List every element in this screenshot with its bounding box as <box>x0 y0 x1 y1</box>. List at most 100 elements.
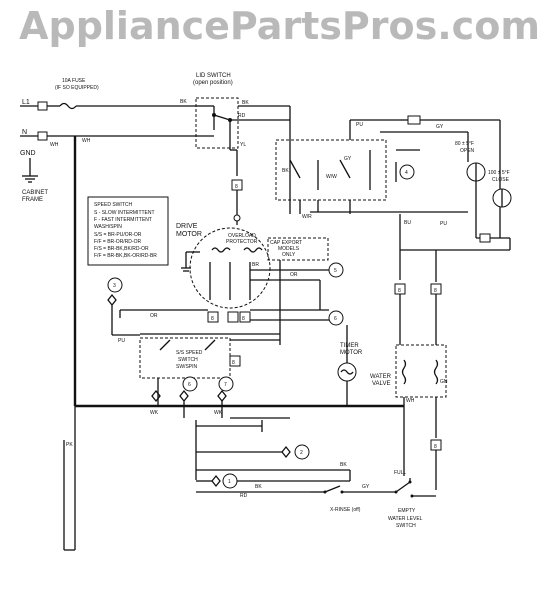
wire-code: PU <box>440 221 447 227</box>
water-valve-label-2: VALVE <box>372 381 390 387</box>
cap-export-label-3: ONLY <box>282 252 296 258</box>
speed-legend: SPEED SWITCH S - SLOW INTERMITTENT F - F… <box>87 196 169 266</box>
empty-label: EMPTY <box>398 508 416 514</box>
wire-code: WH <box>406 398 415 404</box>
terminal-4: 4 <box>395 149 420 182</box>
water-valve: WATER VALVE 8 8 8 <box>370 214 447 490</box>
fuse-symbol <box>59 102 77 110</box>
connector-speed-label: 8 <box>232 360 235 366</box>
speed-legend-line: F - FAST INTERMITTENT <box>94 217 152 223</box>
l1-terminal <box>37 101 48 111</box>
terminal-6-label: 6 <box>334 316 337 322</box>
speed-switch: S/S SPEED SWITCH SW/SPIN 8 <box>139 260 281 379</box>
connector-motor-label: 8 <box>211 316 214 322</box>
speed-legend-title: SPEED SWITCH <box>94 202 132 208</box>
terminal-3-label: 3 <box>113 283 116 289</box>
lid-switch-state: (open position) <box>193 80 233 86</box>
timer-code-2: W/W <box>326 174 337 180</box>
cap-export-box: CAP EXPORT MODELS ONLY <box>267 237 329 261</box>
terminal-4-label: 4 <box>405 170 408 176</box>
bus-lines <box>63 400 404 551</box>
drive-motor: DRIVE MOTOR OVERLOAD PROTECTOR 8 8 <box>176 200 271 323</box>
connector-motor-label-2: 8 <box>242 316 245 322</box>
speed-legend-line: S/S = BR-PU/OR-OR <box>94 232 142 238</box>
frame-label: FRAME <box>22 197 43 203</box>
speed-legend-line: WASH/SPIN <box>94 224 122 230</box>
watermark-logo: AppliancePartsPros.com <box>19 4 540 48</box>
power-inputs: L1 N GND CABINET FRAME 10A FUSE (IF SO E… <box>20 78 198 406</box>
x-rinse-label: X-RINSE (off) <box>330 507 361 513</box>
connector-valve-1-label: 8 <box>398 288 401 294</box>
terminal-1: 1 <box>196 469 351 493</box>
n-terminal <box>37 131 48 141</box>
wire-code: YL <box>240 142 246 148</box>
n-label: N <box>22 129 27 136</box>
open-temp: 80 ± 5°F <box>455 141 474 147</box>
top-terminal <box>407 115 421 125</box>
terminal-1-label: 1 <box>228 479 231 485</box>
terminal-5-label: 5 <box>334 268 337 274</box>
lid-switch-label: LID SWITCH <box>196 73 231 79</box>
timer-code-1: BK <box>282 168 289 174</box>
timer-motor: TIMER MOTOR <box>337 325 363 400</box>
connector-valve-3-label: 8 <box>434 444 437 450</box>
gnd-label: GND <box>20 150 36 157</box>
wire-code: RD <box>238 113 246 119</box>
timer-motor-label-2: MOTOR <box>340 350 363 356</box>
thermostats: 80 ± 5°F OPEN 100 ± 5°F CLOSE <box>400 141 512 251</box>
water-valve-label: WATER <box>370 374 392 380</box>
cap-export-label: CAP EXPORT <box>270 240 302 246</box>
wire-code: WH <box>82 138 91 144</box>
overload-label: OVERLOAD <box>228 233 256 239</box>
lid-switch: LID SWITCH (open position) 8 <box>193 73 291 214</box>
wire-code: RD <box>240 493 248 499</box>
open-label: OPEN <box>460 148 475 154</box>
wls-label-2: SWITCH <box>396 523 416 529</box>
wire-code: BK <box>255 484 262 490</box>
wire-code: OR <box>290 272 298 278</box>
timer-motor-label: TIMER <box>340 343 359 349</box>
speed-legend-line: F/S = BR-BK,BK/RD-OR <box>94 246 149 252</box>
terminals-5-6: 5 6 <box>250 262 344 326</box>
terminal-2-label: 2 <box>300 450 303 456</box>
thermo-terminal <box>479 233 491 243</box>
wire-code: BK <box>180 99 187 105</box>
terminal-3: 3 <box>107 277 208 336</box>
wire-code: GY <box>362 484 370 490</box>
terminal-7-label: 7 <box>224 382 227 388</box>
wls-label: WATER LEVEL <box>388 516 423 522</box>
wire-code: WK <box>214 410 223 416</box>
terminals-6b-7: 6 7 <box>151 376 234 418</box>
speed-switch-label-3: SW/SPIN <box>176 364 198 370</box>
timer-contacts: BK W/W GY <box>275 115 501 238</box>
wire-code: WK <box>150 410 159 416</box>
terminal-6b-label: 6 <box>188 382 191 388</box>
wire-code: W/R <box>302 214 312 220</box>
wire-code: BK <box>242 100 249 106</box>
close-label: CLOSE <box>492 177 510 183</box>
wire-code: BR <box>252 262 259 268</box>
wire-code: WH <box>50 142 59 148</box>
speed-legend-line: S - SLOW INTERMITTENT <box>94 210 155 216</box>
timer-code-3: GY <box>344 156 352 162</box>
wire-code: BU <box>404 220 411 226</box>
connector-lid-label: 8 <box>235 184 238 190</box>
drive-motor-label-2: MOTOR <box>176 231 202 238</box>
fuse-label: 10A FUSE <box>62 78 86 84</box>
overload-label-2: PROTECTOR <box>226 239 258 245</box>
connector-motor <box>207 311 219 323</box>
water-level-switch: X-RINSE (off) FULL EMPTY WATER LEVEL SWI… <box>310 408 436 529</box>
speed-switch-label: S/S SPEED <box>176 350 203 356</box>
cap-export-label-2: MODELS <box>278 246 300 252</box>
wire-code: BK <box>340 462 347 468</box>
cabinet-label: CABINET <box>22 190 48 196</box>
wire-code: PU <box>118 338 125 344</box>
wire-code: GY <box>436 124 444 130</box>
speed-switch-label-2: SWITCH <box>178 357 198 363</box>
speed-legend-line: F/F = BR-OR/RD-OR <box>94 239 141 245</box>
terminal-2: 2 <box>196 444 310 460</box>
connector-valve-2-label: 8 <box>434 288 437 294</box>
l1-label: L1 <box>22 99 30 106</box>
wire-code: PK <box>66 442 73 448</box>
